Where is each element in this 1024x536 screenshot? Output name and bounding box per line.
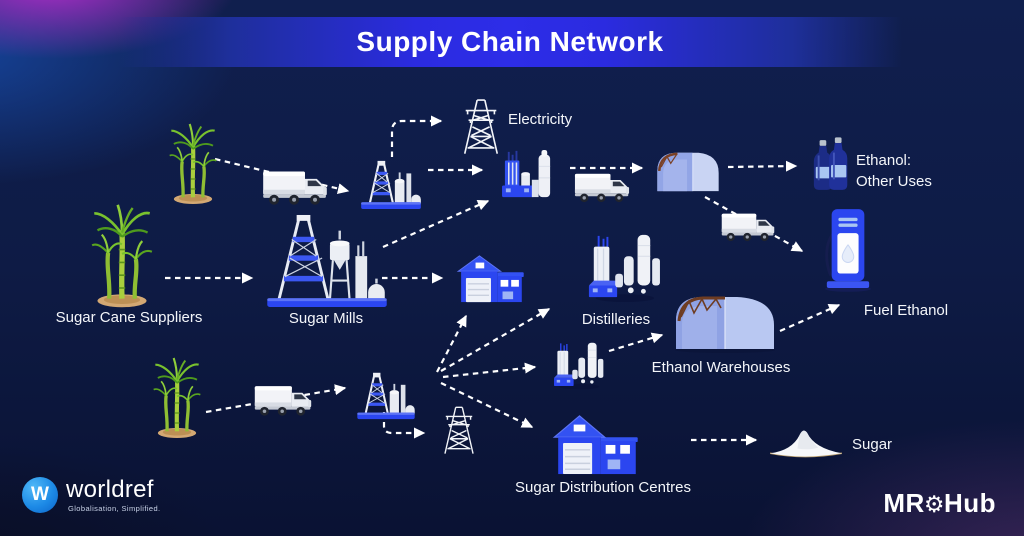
truck-icon xyxy=(721,210,775,243)
ethanol-warehouses-label: Ethanol Warehouses xyxy=(651,359,791,376)
mrohub-suffix: Hub xyxy=(943,488,996,518)
truck-icon xyxy=(262,167,328,207)
worldref-globe-icon: W xyxy=(22,477,58,513)
ethanol-bottles-icon xyxy=(811,136,853,194)
ethanol-other-uses-line2: Other Uses xyxy=(856,173,932,190)
sugar-distribution-centres-label: Sugar Distribution Centres xyxy=(515,479,691,496)
sugar-cane-icon xyxy=(168,122,218,206)
ethanol-warehouse-icon xyxy=(673,291,777,353)
worldref-text: worldref Globalisation, Simplified. xyxy=(66,476,161,514)
sugar-cane-suppliers-label: Sugar Cane Suppliers xyxy=(55,309,203,326)
sugar-mills-label: Sugar Mills xyxy=(288,310,364,327)
fuel-ethanol-label: Fuel Ethanol xyxy=(863,302,949,319)
electricity-pylon-icon xyxy=(440,400,478,456)
electricity-label: Electricity xyxy=(508,111,573,128)
sugar-pile-icon xyxy=(766,424,846,458)
distillery-icon xyxy=(583,231,661,303)
distillery-icon xyxy=(549,340,605,390)
sugar-cane-icon xyxy=(90,202,154,310)
mrohub-logo: MR⚙Hub xyxy=(883,488,996,519)
sugar-cane-icon xyxy=(152,356,202,440)
distribution-centre-icon xyxy=(552,412,640,476)
worldref-tagline: Globalisation, Simplified. xyxy=(68,504,161,513)
warehouse-building-icon xyxy=(456,252,524,304)
diagram-title-bar: Supply Chain Network xyxy=(118,17,902,67)
mrohub-prefix: MR xyxy=(883,488,925,518)
distilleries-label: Distilleries xyxy=(581,311,651,328)
fuel-pump-icon xyxy=(823,206,873,293)
truck-icon xyxy=(574,170,630,204)
worldref-name: worldref xyxy=(66,476,154,503)
mill-plant-icon xyxy=(360,158,422,210)
sugar-label: Sugar xyxy=(852,436,893,453)
page-title: Supply Chain Network xyxy=(356,26,664,57)
truck-icon xyxy=(254,382,312,418)
worldref-monogram: W xyxy=(31,484,49,505)
sugar-mill-icon xyxy=(265,214,389,308)
electricity-pylon-icon xyxy=(459,92,503,156)
gear-icon: ⚙ xyxy=(923,491,945,517)
ethanol-other-uses-line1: Ethanol: xyxy=(856,152,912,169)
worldref-logo: W worldref Globalisation, Simplified. xyxy=(22,477,161,513)
hangar-warehouse-icon xyxy=(654,147,722,193)
mill-plant-icon xyxy=(356,370,416,420)
ethanol-other-uses-label: Ethanol: Other Uses xyxy=(856,150,932,192)
refinery-icon xyxy=(500,149,556,199)
